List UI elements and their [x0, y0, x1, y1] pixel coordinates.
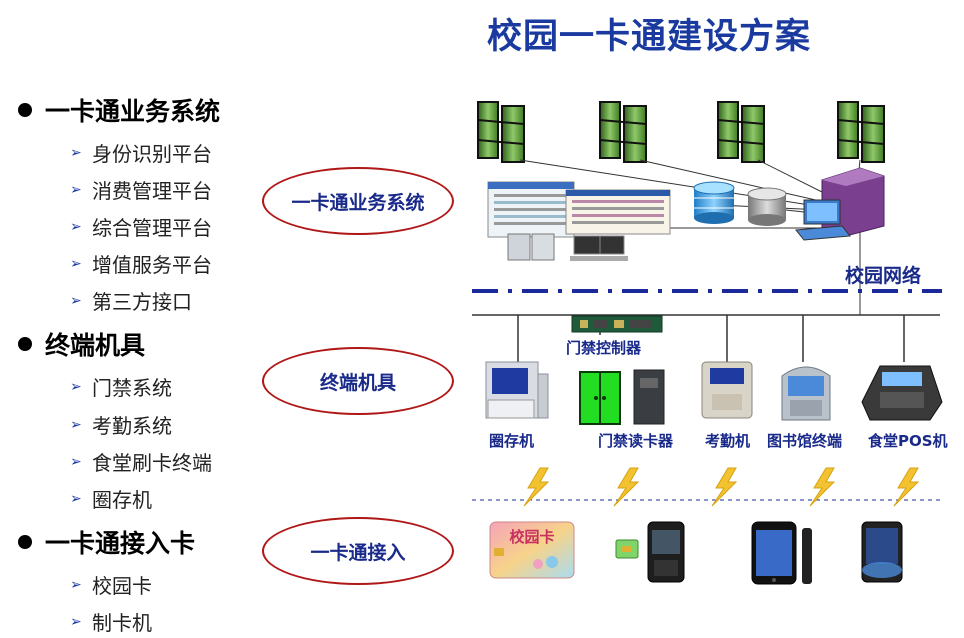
recharge-kiosk-icon	[485, 361, 549, 419]
list-item: ➢ 考勤系统	[70, 410, 172, 439]
arrow-icon: ➢	[70, 453, 82, 470]
terminal-label: 门禁读卡器	[598, 432, 674, 450]
library-kiosk-icon	[781, 366, 831, 421]
bullet-icon	[18, 535, 32, 549]
lightning-icon	[711, 467, 738, 507]
arrow-icon: ➢	[70, 416, 82, 433]
list-item: ➢ 消费管理平台	[70, 175, 212, 204]
card-reader-icon	[633, 369, 665, 425]
database-icon	[747, 187, 787, 226]
arrow-icon: ➢	[70, 613, 82, 630]
list-item: ➢ 圈存机	[70, 484, 152, 513]
lightning-icon	[809, 467, 836, 507]
list-item-text: 制卡机	[92, 611, 152, 635]
list-item-text: 身份识别平台	[92, 142, 212, 166]
network-label: 校园网络	[845, 265, 922, 287]
bullet-icon	[18, 337, 32, 351]
arrow-icon: ➢	[70, 378, 82, 395]
smartphone-icon	[861, 521, 903, 583]
access-door-icon	[579, 371, 621, 425]
list-item: ➢ 制卡机	[70, 607, 152, 636]
list-item-text: 食堂刷卡终端	[92, 451, 212, 475]
terminal-label: 图书馆终端	[767, 432, 843, 450]
list-item: ➢ 校园卡	[70, 570, 152, 599]
list-item: ➢ 第三方接口	[70, 286, 192, 315]
list-item: ➢ 增值服务平台	[70, 249, 212, 278]
list-item: ➢ 身份识别平台	[70, 138, 212, 167]
list-item: ➢ 综合管理平台	[70, 212, 212, 241]
controller-label: 门禁控制器	[566, 339, 642, 357]
software-screen-icon	[487, 181, 671, 238]
list-item-text: 门禁系统	[92, 376, 172, 400]
attendance-machine-icon	[701, 361, 753, 419]
section-heading-terminal: 终端机具	[18, 326, 145, 362]
list-item-text: 校园卡	[92, 574, 152, 598]
list-item-text: 消费管理平台	[92, 179, 212, 203]
workstation-icon	[795, 167, 885, 241]
terminal-label: 食堂POS机	[868, 432, 948, 450]
card-text: 校园卡	[509, 528, 554, 546]
list-item-text: 综合管理平台	[92, 216, 212, 240]
list-item-text: 第三方接口	[92, 290, 192, 314]
arrow-icon: ➢	[70, 576, 82, 593]
oval-terminal: 终端机具	[262, 347, 454, 415]
server-icon	[717, 101, 765, 163]
server-icon	[599, 101, 647, 163]
lightning-icon	[613, 467, 640, 507]
section-heading-access-card: 一卡通接入卡	[18, 524, 195, 560]
arrow-icon: ➢	[70, 218, 82, 235]
section-heading-text: 一卡通业务系统	[45, 97, 221, 126]
bullet-icon	[18, 103, 32, 117]
controller-board-icon	[571, 315, 663, 333]
list-item: ➢ 门禁系统	[70, 372, 172, 401]
lightning-icon	[523, 467, 550, 507]
lightning-icon	[893, 467, 920, 507]
database-icon	[693, 181, 735, 224]
list-item-text: 考勤系统	[92, 414, 172, 438]
oval-access: 一卡通接入	[262, 517, 454, 585]
list-item-text: 圈存机	[92, 488, 152, 512]
list-item: ➢ 食堂刷卡终端	[70, 447, 212, 476]
section-heading-text: 终端机具	[45, 331, 146, 360]
terminal-label: 圈存机	[489, 432, 535, 450]
phone-with-sim-icon	[615, 521, 685, 583]
smartphone-icon	[751, 521, 812, 585]
page-title: 校园一卡通建设方案	[487, 17, 812, 57]
section-heading-business: 一卡通业务系统	[18, 92, 220, 128]
pos-terminal-icon	[861, 365, 943, 421]
computer-icon	[507, 233, 628, 261]
section-heading-text: 一卡通接入卡	[45, 529, 196, 558]
arrow-icon: ➢	[70, 490, 82, 507]
terminal-label: 考勤机	[705, 432, 751, 450]
arrow-icon: ➢	[70, 181, 82, 198]
server-icon	[837, 101, 885, 163]
arrow-icon: ➢	[70, 292, 82, 309]
oval-business-system: 一卡通业务系统	[262, 167, 454, 235]
arrow-icon: ➢	[70, 255, 82, 272]
server-icon	[477, 101, 525, 163]
list-item-text: 增值服务平台	[92, 253, 212, 277]
campus-card-icon: 校园卡	[489, 521, 575, 579]
arrow-icon: ➢	[70, 144, 82, 161]
